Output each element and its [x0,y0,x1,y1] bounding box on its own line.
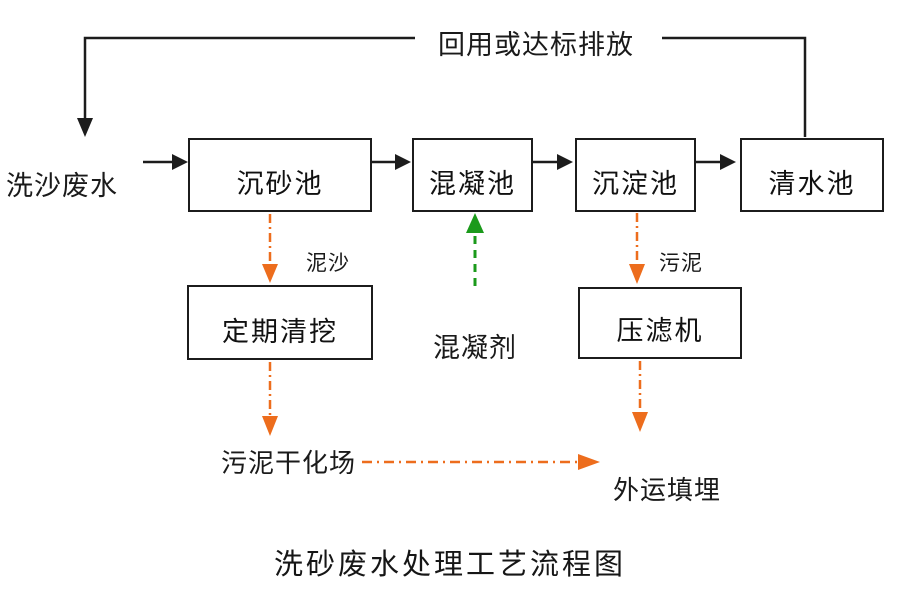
box-sedimentation-tank: 沉淀池 [575,138,696,212]
arrowhead-right-inlet [172,154,188,170]
arrowhead-up-coagulant [466,213,484,233]
box-periodic-dredging-label: 定期清挖 [222,317,338,347]
box-clear-water-tank: 清水池 [740,138,884,212]
box-grit-chamber-label: 沉砂池 [236,169,324,199]
arrowhead-down-landfill [632,412,648,432]
arrowhead-down-sediment [262,264,278,283]
arrowhead-right-2 [557,154,573,170]
recycle-line-left [83,36,415,120]
coagulant-label: 混凝剂 [433,333,517,363]
box-periodic-dredging: 定期清挖 [187,285,373,360]
sludge-drying-field-label: 污泥干化场 [221,448,357,478]
inlet-label: 洗沙废水 [6,171,118,201]
recycle-discharge-label: 回用或达标排放 [438,30,634,60]
sediment-label: 泥沙 [306,252,350,275]
landfill-label: 外运填埋 [613,475,722,505]
arrowhead-down-sludge [629,264,645,284]
arrowhead-down-dryingfield [262,416,278,436]
arrowhead-right-1 [395,154,411,170]
box-coagulation-tank-label: 混凝池 [429,169,516,199]
box-clear-water-tank-label: 清水池 [768,169,856,199]
box-sedimentation-tank-label: 沉淀池 [592,169,679,199]
arrowhead-right-3 [720,154,736,170]
sludge-label: 污泥 [659,252,703,275]
box-grit-chamber: 沉砂池 [188,138,372,212]
arrowhead-down-recycle [77,118,93,137]
recycle-line-right [662,36,807,137]
box-filter-press-label: 压滤机 [616,316,704,346]
box-coagulation-tank: 混凝池 [412,138,533,212]
arrowhead-right-landfill [578,454,600,470]
diagram-title: 洗砂废水处理工艺流程图 [273,549,626,581]
box-filter-press: 压滤机 [578,287,742,359]
